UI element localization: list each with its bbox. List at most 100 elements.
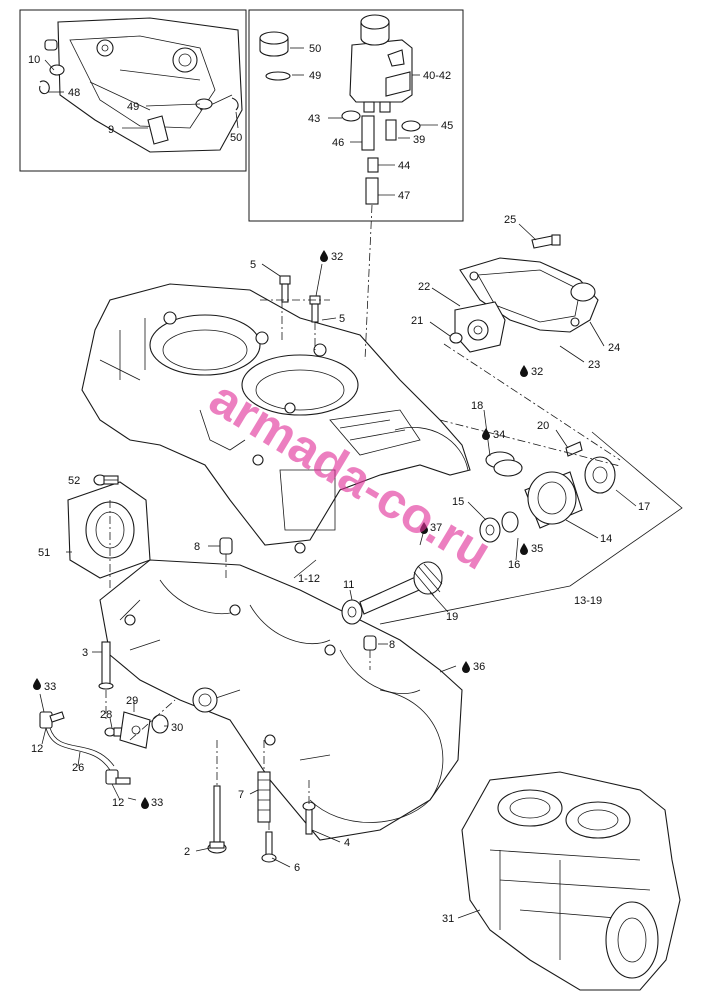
o-ring-30 xyxy=(151,714,169,734)
callout-50-inset: 50 xyxy=(230,132,242,144)
callout-51: 51 xyxy=(38,547,50,559)
callout-5-upper: 5 xyxy=(250,259,256,271)
hoses-and-fittings xyxy=(361,115,397,205)
bearing-15-16 xyxy=(479,511,519,543)
rings-18 xyxy=(485,451,523,477)
callout-32-pump: 32 xyxy=(531,366,543,378)
inset-frame-left xyxy=(19,9,247,172)
callout-9: 9 xyxy=(108,124,114,136)
callout-33-left: 33 xyxy=(44,681,56,693)
drop-icons xyxy=(33,250,528,809)
callout-17: 17 xyxy=(638,501,650,513)
inset-frame-right xyxy=(248,9,464,222)
callout-30: 30 xyxy=(171,722,183,734)
callout-33-right: 33 xyxy=(151,797,163,809)
hose-26 xyxy=(39,711,131,785)
bolt-6 xyxy=(261,831,277,863)
callout-1-12: 1-12 xyxy=(298,573,320,585)
callout-39: 39 xyxy=(413,134,425,146)
center-lines xyxy=(105,204,621,832)
seal-17 xyxy=(584,456,616,494)
leader-lines xyxy=(39,47,683,919)
callout-28: 28 xyxy=(100,709,112,721)
callout-19: 19 xyxy=(446,611,458,623)
callout-23: 23 xyxy=(588,359,600,371)
callout-3: 3 xyxy=(82,647,88,659)
callout-50: 50 xyxy=(309,43,321,55)
bolt-20 xyxy=(565,441,583,457)
drop-icon xyxy=(482,428,490,440)
callout-20: 20 xyxy=(537,420,549,432)
cover-51 xyxy=(67,481,151,579)
drop-icon xyxy=(462,661,470,673)
callout-12-right: 12 xyxy=(112,797,124,809)
callout-49-inset: 49 xyxy=(127,101,139,113)
callout-18: 18 xyxy=(471,400,483,412)
callout-43: 43 xyxy=(308,113,320,125)
oil-seal-part xyxy=(147,97,239,145)
callout-25: 25 xyxy=(504,214,516,226)
water-pump-impeller xyxy=(454,301,506,353)
bolt-4 xyxy=(302,801,316,835)
drop-icon xyxy=(420,522,428,534)
callout-46: 46 xyxy=(332,137,344,149)
callout-13-19: 13-19 xyxy=(574,595,602,607)
callout-8-lower: 8 xyxy=(389,639,395,651)
drop-icon xyxy=(320,250,328,262)
callout-36: 36 xyxy=(473,661,485,673)
callout-48: 48 xyxy=(68,87,80,99)
callout-34: 34 xyxy=(493,429,505,441)
callout-21: 21 xyxy=(411,315,423,327)
callout-12-left: 12 xyxy=(31,743,43,755)
callout-16: 16 xyxy=(508,559,520,571)
dowel-8-upper xyxy=(219,537,233,555)
inset-crankcase-fragment xyxy=(44,17,243,153)
callout-45: 45 xyxy=(441,120,453,132)
oil-reservoir xyxy=(259,14,413,113)
callout-47: 47 xyxy=(398,190,410,202)
callout-49: 49 xyxy=(309,70,321,82)
drop-icon xyxy=(33,678,41,690)
callout-24: 24 xyxy=(608,342,620,354)
callout-11: 11 xyxy=(343,579,354,591)
water-pump-seal xyxy=(449,332,463,344)
drop-icon xyxy=(520,365,528,377)
callout-40-42: 40-42 xyxy=(423,70,451,82)
callout-22: 22 xyxy=(418,281,430,293)
housing-14 xyxy=(524,471,583,529)
callout-labels: 50 49 40-42 43 45 39 46 44 47 10 48 49 9… xyxy=(28,43,650,925)
cover-29 xyxy=(119,711,151,749)
callout-10: 10 xyxy=(28,54,40,66)
dowel-8-lower xyxy=(363,635,377,651)
callout-14: 14 xyxy=(600,533,612,545)
hose-clamps xyxy=(341,110,421,132)
stud-7 xyxy=(257,771,271,823)
bolt-2 xyxy=(207,785,227,854)
bearing-11 xyxy=(341,599,363,625)
callout-31: 31 xyxy=(442,913,454,925)
drop-icon xyxy=(520,543,528,555)
callout-15: 15 xyxy=(452,496,464,508)
rotary-valve-gear-19 xyxy=(359,561,443,615)
callout-5-lower: 5 xyxy=(339,313,345,325)
upper-crankcase xyxy=(81,283,471,554)
callout-6: 6 xyxy=(294,862,300,874)
screw-28 xyxy=(104,727,125,737)
stud-3 xyxy=(98,641,114,690)
callout-4: 4 xyxy=(344,837,350,849)
callout-52: 52 xyxy=(68,475,80,487)
cap-small-part xyxy=(39,64,65,95)
callout-7: 7 xyxy=(238,789,244,801)
callout-32-top: 32 xyxy=(331,251,343,263)
callout-2: 2 xyxy=(184,846,190,858)
lower-crankcase xyxy=(99,559,463,841)
callout-26: 26 xyxy=(72,762,84,774)
drop-icon xyxy=(141,797,149,809)
engine-assembly-31 xyxy=(461,771,681,991)
callout-35: 35 xyxy=(531,543,543,555)
callout-37: 37 xyxy=(430,522,442,534)
callout-29: 29 xyxy=(126,695,138,707)
callout-8-upper: 8 xyxy=(194,541,200,553)
callout-44: 44 xyxy=(398,160,410,172)
